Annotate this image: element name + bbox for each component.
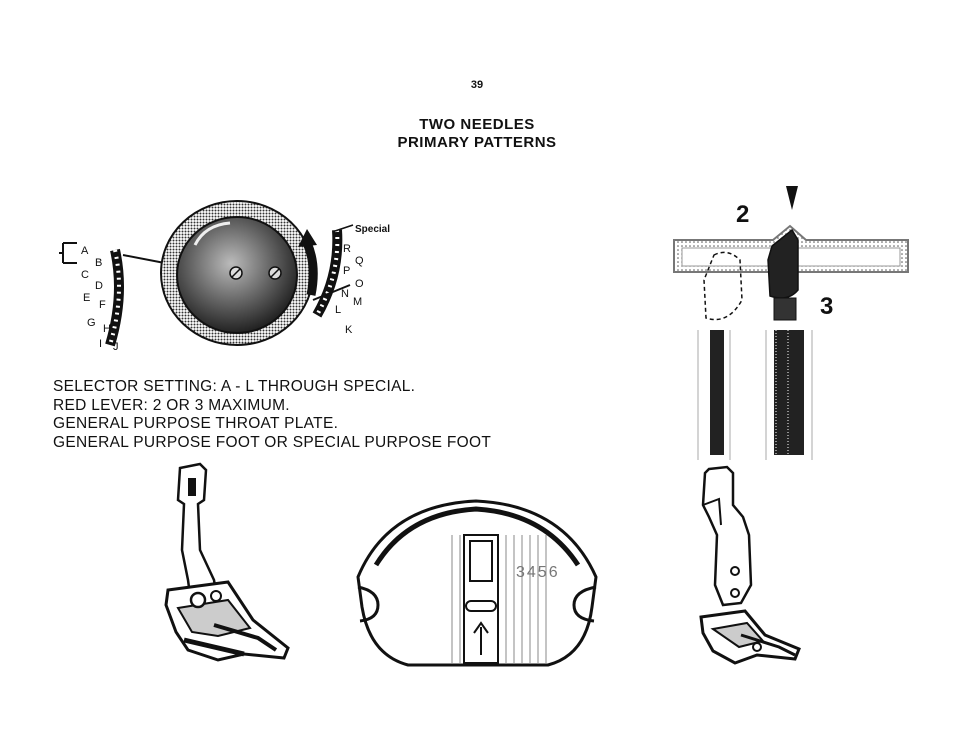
needle-position-right: 3	[820, 293, 833, 320]
title-line-1: TWO NEEDLES	[419, 116, 535, 133]
dial-letter-h: H	[103, 323, 111, 335]
pointer-triangle-icon	[786, 186, 798, 210]
dial-letter-f: F	[99, 299, 106, 311]
dial-letter-k: K	[345, 324, 353, 336]
throat-plate-numbers: 3456	[516, 564, 560, 581]
throat-plate-figure: 3456	[348, 495, 608, 675]
dial-special-label: Special	[355, 224, 390, 235]
dial-letter-j: J	[113, 341, 119, 353]
title-line-2: PRIMARY PATTERNS	[397, 134, 557, 151]
dial-letter-m: M	[353, 296, 362, 308]
left-dial-letters: A B C D E F G H I J	[81, 245, 119, 353]
special-purpose-foot-figure	[695, 465, 805, 675]
dial-letter-d: D	[95, 280, 103, 292]
dial-letter-c: C	[81, 269, 89, 281]
instruction-red-lever: RED LEVER: 2 OR 3 MAXIMUM.	[53, 396, 290, 414]
general-purpose-foot-figure	[158, 460, 298, 670]
dial-letter-q: Q	[355, 255, 364, 267]
dial-letter-o: O	[355, 278, 364, 290]
dial-letter-a: A	[81, 245, 89, 257]
arrow-up-icon	[298, 229, 317, 247]
dial-letter-n: N	[341, 288, 349, 300]
dial-letter-b: B	[95, 257, 102, 269]
needle-position-left: 2	[736, 201, 749, 228]
dial-letter-l: L	[335, 304, 341, 316]
dial-letter-r: R	[343, 243, 351, 255]
needle-position-figure: 2 3	[668, 180, 918, 465]
selector-dial-figure: A B C D E F G H I J Special	[55, 185, 415, 360]
instruction-selector-setting: SELECTOR SETTING: A - L THROUGH SPECIAL.	[53, 378, 416, 395]
dial-letter-i: I	[99, 338, 102, 350]
arrow-up-plate-icon	[473, 621, 489, 655]
dial-letter-p: P	[343, 265, 350, 277]
page-number: 39	[470, 79, 484, 91]
instructions-block: SELECTOR SETTING: A - L THROUGH SPECIAL.…	[53, 378, 523, 452]
right-dial-letters: R Q P O N M L K	[335, 243, 364, 336]
dial-letter-e: E	[83, 292, 90, 304]
instruction-foot: GENERAL PURPOSE FOOT OR SPECIAL PURPOSE …	[53, 433, 492, 451]
page-title: TWO NEEDLES PRIMARY PATTERNS	[0, 116, 954, 152]
instruction-throat-plate: GENERAL PURPOSE THROAT PLATE.	[53, 415, 339, 432]
dial-letter-g: G	[87, 317, 96, 329]
